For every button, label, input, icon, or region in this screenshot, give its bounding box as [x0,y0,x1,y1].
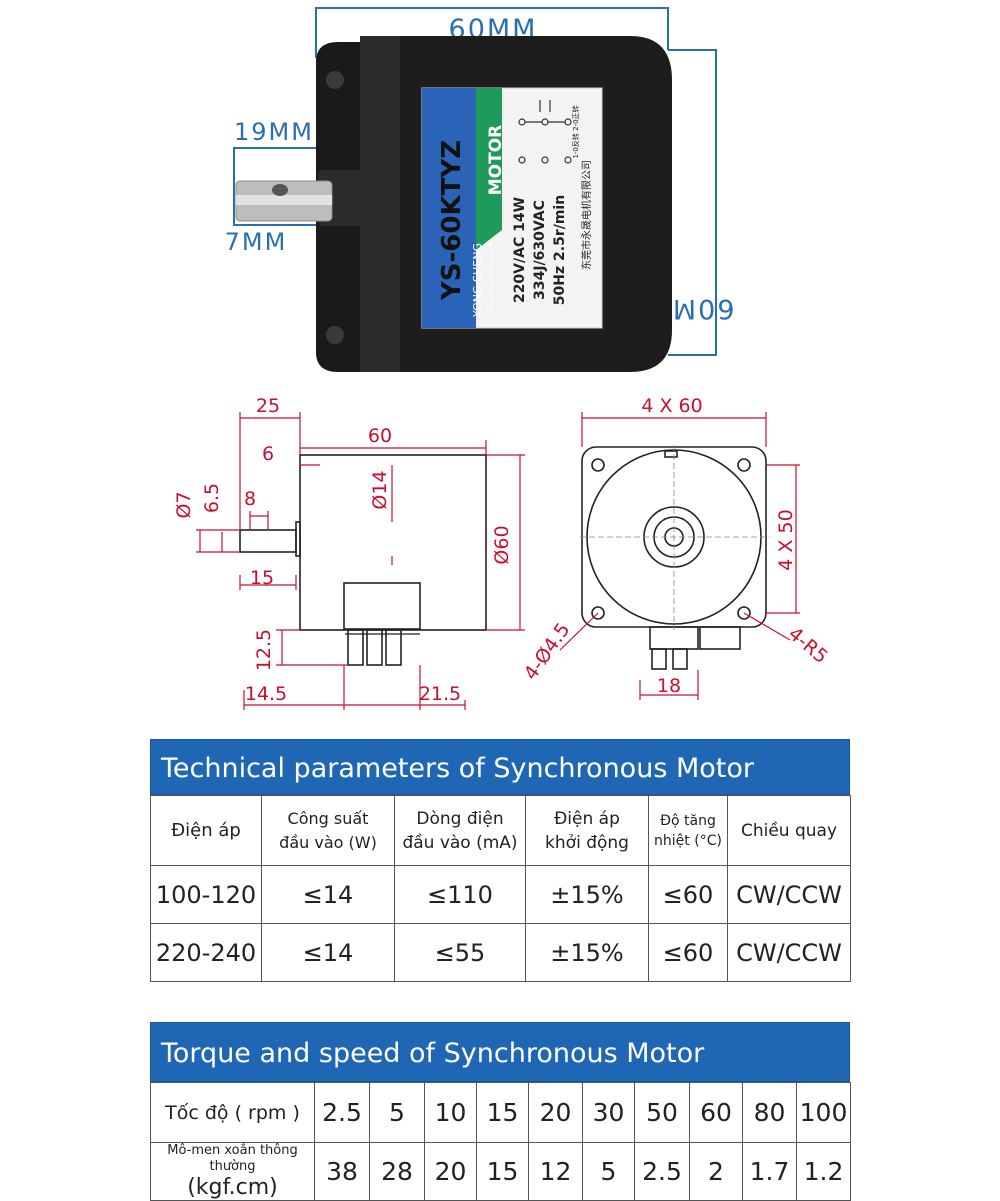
label-model: YS-60KTYZ [437,140,467,301]
cell-temp-rise: ≤60 [648,923,728,982]
dim-shaft-length-label: 19MM [234,118,314,146]
torque-value: 1.2 [796,1142,851,1201]
dim-4-phi4-5: 4-Ø4.5 [520,619,575,684]
torque-value: 2.5 [634,1142,690,1201]
col-header-rotation: Chiều quay [727,795,851,866]
dim-8: 8 [244,488,256,510]
label-spec-1: 220V/AC 14W [512,197,528,303]
torque-value: 15 [476,1142,529,1201]
cell-voltage: 100-120 [150,865,262,924]
torque-value: 2 [689,1142,743,1201]
speed-row-label: Tốc độ ( rpm ) [150,1082,315,1143]
torque-table-grid: Tốc độ ( rpm ) 2.5 5 10 15 20 30 50 60 8… [150,1082,851,1201]
torque-value: 5 [582,1142,635,1201]
dim-60: 60 [368,425,392,447]
speed-value: 50 [634,1082,690,1143]
torque-speed-table: Torque and speed of Synchronous Motor Tố… [150,1022,851,1201]
table-row: Tốc độ ( rpm ) 2.5 5 10 15 20 30 50 60 8… [150,1082,851,1143]
torque-value: 20 [424,1142,477,1201]
speed-value: 2.5 [314,1082,370,1143]
speed-value: 20 [528,1082,583,1143]
speed-value: 10 [424,1082,477,1143]
table-row: 220-240 ≤14 ≤55 ±15% ≤60 CW/CCW [150,923,851,982]
col-header-power: Công suất đầu vào (W) [261,795,395,866]
dim-14-5: 14.5 [245,683,287,705]
label-maker: 东莞市永晟电机有限公司 [580,160,593,270]
dim-6-5: 6.5 [201,483,223,513]
torque-table-title: Torque and speed of Synchronous Motor [150,1022,850,1082]
speed-value: 60 [689,1082,743,1143]
speed-value: 30 [582,1082,635,1143]
speed-value: 80 [742,1082,797,1143]
dim-18: 18 [657,675,681,697]
torque-unit-text: (kgf.cm) [187,1175,278,1200]
tech-params-table: Technical parameters of Synchronous Moto… [150,739,851,982]
dim-25: 25 [256,395,280,417]
dim-12-5: 12.5 [253,629,275,671]
table-row: 100-120 ≤14 ≤110 ±15% ≤60 CW/CCW [150,865,851,924]
torque-value: 28 [369,1142,425,1201]
dim-4-r5: 4-R5 [784,623,832,668]
dim-shaft-dia-label: 7MM [225,228,288,256]
dim-4x50: 4 X 50 [775,509,797,570]
tech-table-title: Technical parameters of Synchronous Moto… [150,739,850,795]
col-header-temp-rise: Độ tăng nhiệt (°C) [648,795,728,866]
label-spec-2: 334J/630VAC [532,200,548,300]
torque-value: 1.7 [742,1142,797,1201]
table-row: Mô-men xoắn thông thường (kgf.cm) 38 28 … [150,1142,851,1201]
speed-value: 5 [369,1082,425,1143]
col-header-start-voltage: Điện áp khởi động [525,795,649,866]
cell-start-voltage: ±15% [525,865,649,924]
cell-start-voltage: ±15% [525,923,649,982]
cell-current: ≤110 [394,865,526,924]
dim-21-5: 21.5 [419,683,461,705]
dim-6: 6 [262,443,274,465]
cell-rotation: CW/CCW [727,923,851,982]
label-brand-sub: YONG SHENG MOTOR CO.,LTD [489,242,495,318]
dim-phi7: Ø7 [173,491,195,518]
cell-voltage: 220-240 [150,923,262,982]
speed-value: 100 [796,1082,851,1143]
label-spec-3: 50Hz 2.5r/min [552,195,568,305]
cell-power: ≤14 [261,923,395,982]
torque-row-label: Mô-men xoắn thông thường (kgf.cm) [150,1142,315,1201]
torque-value: 12 [528,1142,583,1201]
technical-drawing: 25 60 6 8 15 Ø7 6.5 Ø14 Ø60 12.5 14.5 21… [173,395,832,710]
cell-power: ≤14 [261,865,395,924]
dim-15: 15 [250,567,274,589]
col-header-voltage: Điện áp [150,795,262,866]
col-header-current: Dòng điện đầu vào (mA) [394,795,526,866]
speed-value: 15 [476,1082,529,1143]
label-brand: YONG SHENG [471,243,484,318]
torque-label-text: Mô-men xoắn thông thường [167,1143,298,1174]
label-wiring-note: 1-0反转 2-0正转 [571,105,580,158]
tech-table-grid: Điện áp Công suất đầu vào (W) Dòng điện … [150,795,851,982]
cell-rotation: CW/CCW [727,865,851,924]
torque-value: 38 [314,1142,370,1201]
motor-photo: 60MM 60MM 19MM 7MM YS-60KTYZ MOTOR YONG … [225,7,734,372]
cell-current: ≤55 [394,923,526,982]
dim-phi14: Ø14 [369,470,391,509]
dim-4x60: 4 X 60 [641,395,702,417]
dim-phi60: Ø60 [491,525,513,564]
cell-temp-rise: ≤60 [648,865,728,924]
label-badge: MOTOR [486,125,506,196]
